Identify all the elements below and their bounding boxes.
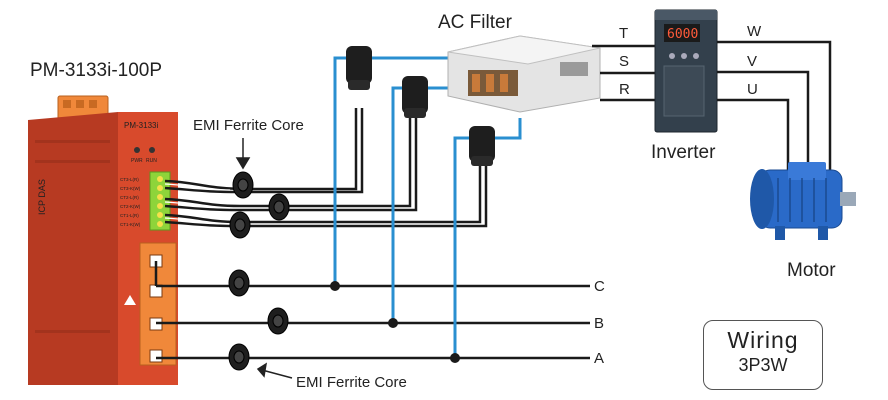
power-meter: ICP DAS PM-3133i PWR RUN CT3-L(R) CT3-K(… [28, 95, 178, 385]
ct-label: CT2-L(R) [120, 195, 139, 200]
ct-clamp-icon [469, 126, 495, 166]
phase-out-w: W [747, 23, 762, 40]
motor [750, 162, 856, 240]
phase-in-t: T [619, 25, 628, 42]
ferrite-core-icon [229, 211, 251, 239]
ct-label: CT1-L(R) [120, 213, 139, 218]
supply-lines [592, 44, 655, 102]
wiring-badge: Wiring 3P3W [703, 320, 823, 390]
phase-a-label: A [594, 350, 604, 367]
inverter-display: 6000 [667, 27, 698, 42]
ac-filter-label: AC Filter [438, 12, 513, 33]
ct-terminal-screws [157, 176, 163, 227]
meter-brand-text: ICP DAS [37, 179, 47, 215]
ct-label: CT3-L(R) [120, 177, 139, 182]
emi-label-bottom: EMI Ferrite Core [296, 374, 407, 391]
phase-out-u: U [747, 81, 758, 98]
phase-b-label: B [594, 315, 604, 332]
ferrite-core-icon [267, 307, 289, 335]
current-transformers [346, 46, 495, 166]
phase-out-v: V [747, 53, 757, 70]
ferrite-core-icon [268, 193, 290, 221]
phase-in-r: R [619, 81, 630, 98]
run-label: RUN [146, 158, 157, 164]
run-led-icon [149, 147, 155, 153]
ferrite-core-icon [228, 269, 250, 297]
ferrite-core-icon [228, 343, 250, 371]
warning-icon [124, 295, 136, 305]
pwr-led-icon [134, 147, 140, 153]
inverter-label: Inverter [651, 142, 716, 163]
ct-clamp-icon [346, 46, 372, 90]
inverter: 6000 [654, 9, 718, 133]
motor-label: Motor [787, 260, 836, 281]
phase-in-s: S [619, 53, 629, 70]
ferrite-core-icon [232, 171, 254, 199]
emi-arrows [235, 138, 293, 379]
motor-lines [717, 40, 832, 178]
emi-label-top: EMI Ferrite Core [193, 117, 304, 134]
wiring-title: Wiring [727, 327, 799, 353]
meter-model-text: PM-3133i [124, 121, 158, 130]
phase-c-label: C [594, 278, 605, 295]
ct-clamp-icon [402, 76, 428, 118]
phase-lines [154, 261, 590, 360]
junction-dot [388, 318, 398, 328]
junction-dot [450, 353, 460, 363]
ct-label: CT3-K(W) [120, 186, 141, 191]
meter-title: PM-3133i-100P [30, 60, 162, 81]
ct-label: CT2-K(W) [120, 204, 141, 209]
ferrite-cores [228, 171, 290, 371]
junction-dot [330, 281, 340, 291]
ct-label: CT1-K(W) [120, 222, 141, 227]
pwr-label: PWR [131, 158, 143, 164]
wiring-subtitle: 3P3W [738, 355, 788, 375]
ac-filter [447, 35, 601, 113]
